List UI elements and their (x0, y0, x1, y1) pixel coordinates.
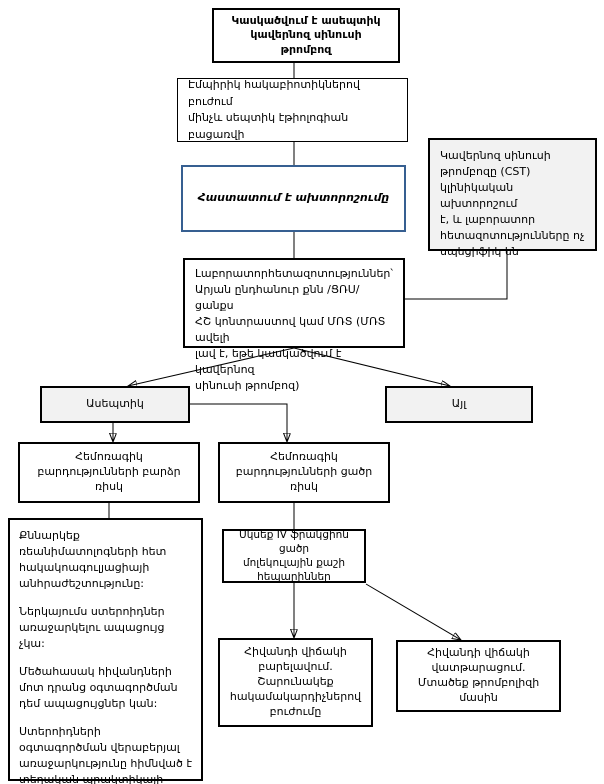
notes-paragraph-4: Ստերոիդների օգտագործման վերաբերյալ առաջա… (19, 725, 193, 784)
notes-paragraph-1: Քննարկեք ռեանիմատոլոգների հետ հակակոագու… (19, 529, 167, 590)
cst-clinical-note-box: Կավերնոզ սինուսի թրոմբոզը (CST) կլինիկակ… (428, 138, 597, 258)
start-heparin-box: Սկսեք IV ֆրակցիոն ցածր մոլեկուլային քաշի… (222, 529, 366, 583)
low-bleeding-risk-box: Հեմոռագիկ բարդությունների ցածր ռիսկ (218, 442, 390, 503)
lab-title-left: Լաբորատոր (195, 267, 268, 280)
arrow-lab-to-aseptic (128, 347, 295, 386)
confirm-diagnosis-box: Հաստատում է ախտորոշումը (181, 165, 406, 232)
lab-investigations-box: Լաբորատոր հետազոտություններ՝ Արյան ընդհա… (183, 258, 405, 392)
patient-deterioration-box: Հիվանդի վիճակի վատթարացում. Մտածեք թրոմբ… (396, 640, 561, 712)
connector-cstnote-to-lab (405, 251, 508, 300)
high-bleeding-risk-box: Հեմոռագիկ բարդությունների բարձր ռիսկ (18, 442, 200, 503)
notes-paragraph-3: Մեծահասակ հիվանդների մոտ դրանց օգտագործմ… (19, 665, 178, 710)
notes-paragraph-2: Ներկայումս ստերոիդներ առաջարկելու ապացու… (19, 605, 165, 650)
patient-improvement-box: Հիվանդի վիճակի բարելավում. Շարունակեք հա… (218, 638, 373, 727)
empiric-antibiotics-box: Էմպիրիկ հակաբիոտիկներով բուժում մինչև սե… (177, 78, 408, 142)
arrow-lab-to-other (293, 347, 450, 386)
anticoagulation-notes-box: Քննարկեք ռեանիմատոլոգների հետ հակակոագու… (8, 518, 203, 784)
lab-title-right: հետազոտություններ՝ (267, 267, 394, 280)
lab-body-text: Արյան ընդհանուր քնն /ՑՌՍ/ցանքս ՀՇ կոնտրա… (195, 283, 386, 392)
aseptic-branch-box: Ասեպտիկ (40, 386, 190, 423)
lab-title-line: Լաբորատոր հետազոտություններ՝ (195, 266, 393, 282)
arrow-heparin-to-deterioration (365, 583, 461, 640)
suspected-cst-box: Կասկածվում է ասեպտիկ կավերնոզ սինուսի թր… (212, 8, 400, 63)
other-branch-box: Այլ (385, 386, 533, 423)
arrow-aseptic-to-lowrisk (190, 403, 287, 442)
